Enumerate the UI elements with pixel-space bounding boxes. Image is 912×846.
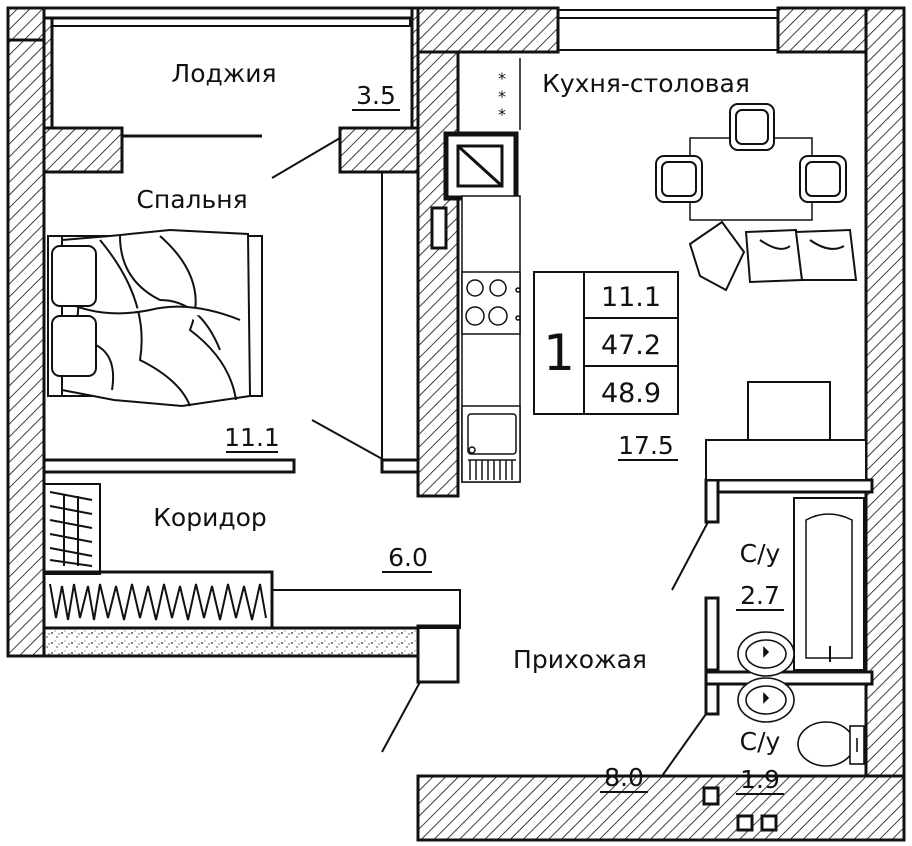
room-name-bedroom: Спальня (136, 185, 247, 214)
room-name-bath2: С/у (740, 727, 781, 756)
bedroom-wardrobe (381, 172, 419, 460)
loggia-glazing (51, 17, 411, 138)
room-area-corridor: 6.0 (388, 543, 428, 572)
dining-table (655, 103, 858, 292)
corridor-wardrobe (42, 483, 461, 630)
room-name-kitchen: Кухня-столовая (542, 69, 750, 98)
structural-walls (6, 6, 906, 842)
summary-total-with-loggia: 48.9 (601, 378, 661, 409)
sink (737, 631, 795, 723)
bathtub (793, 497, 865, 671)
room-area-bath2: 1.9 (740, 765, 780, 794)
room-name-loggia: Лоджия (171, 59, 276, 88)
room-name-corridor: Коридор (153, 503, 267, 532)
room-name-bath1: С/у (740, 539, 781, 568)
svg-text:*: * (498, 87, 506, 106)
room-area-kitchen: 17.5 (618, 431, 674, 460)
svg-text:*: * (498, 105, 506, 124)
room-name-hall: Прихожая (513, 645, 647, 674)
door-swings (271, 137, 709, 777)
summary-living-area: 11.1 (601, 282, 661, 313)
apartment-summary-table: 1 11.1 47.2 48.9 (533, 271, 679, 415)
kitchen-window (557, 9, 779, 51)
bed (47, 228, 263, 408)
room-area-bedroom: 11.1 (224, 423, 280, 452)
svg-text:*: * (498, 69, 506, 88)
vent-blocks (736, 814, 778, 832)
summary-total-area: 47.2 (601, 330, 661, 361)
room-area-bath1: 2.7 (740, 581, 780, 610)
kitchen-appliance (705, 381, 867, 481)
vent-stars: *** (498, 69, 506, 124)
room-area-hall: 8.0 (604, 763, 644, 792)
room-labels: Лоджия 3.5 Спальня 11.1 Кухня-столовая 1… (136, 59, 784, 795)
toilet (797, 721, 865, 767)
summary-rooms-count: 1 (543, 324, 575, 382)
kitchen-counter (461, 58, 521, 483)
room-area-loggia: 3.5 (356, 81, 396, 110)
